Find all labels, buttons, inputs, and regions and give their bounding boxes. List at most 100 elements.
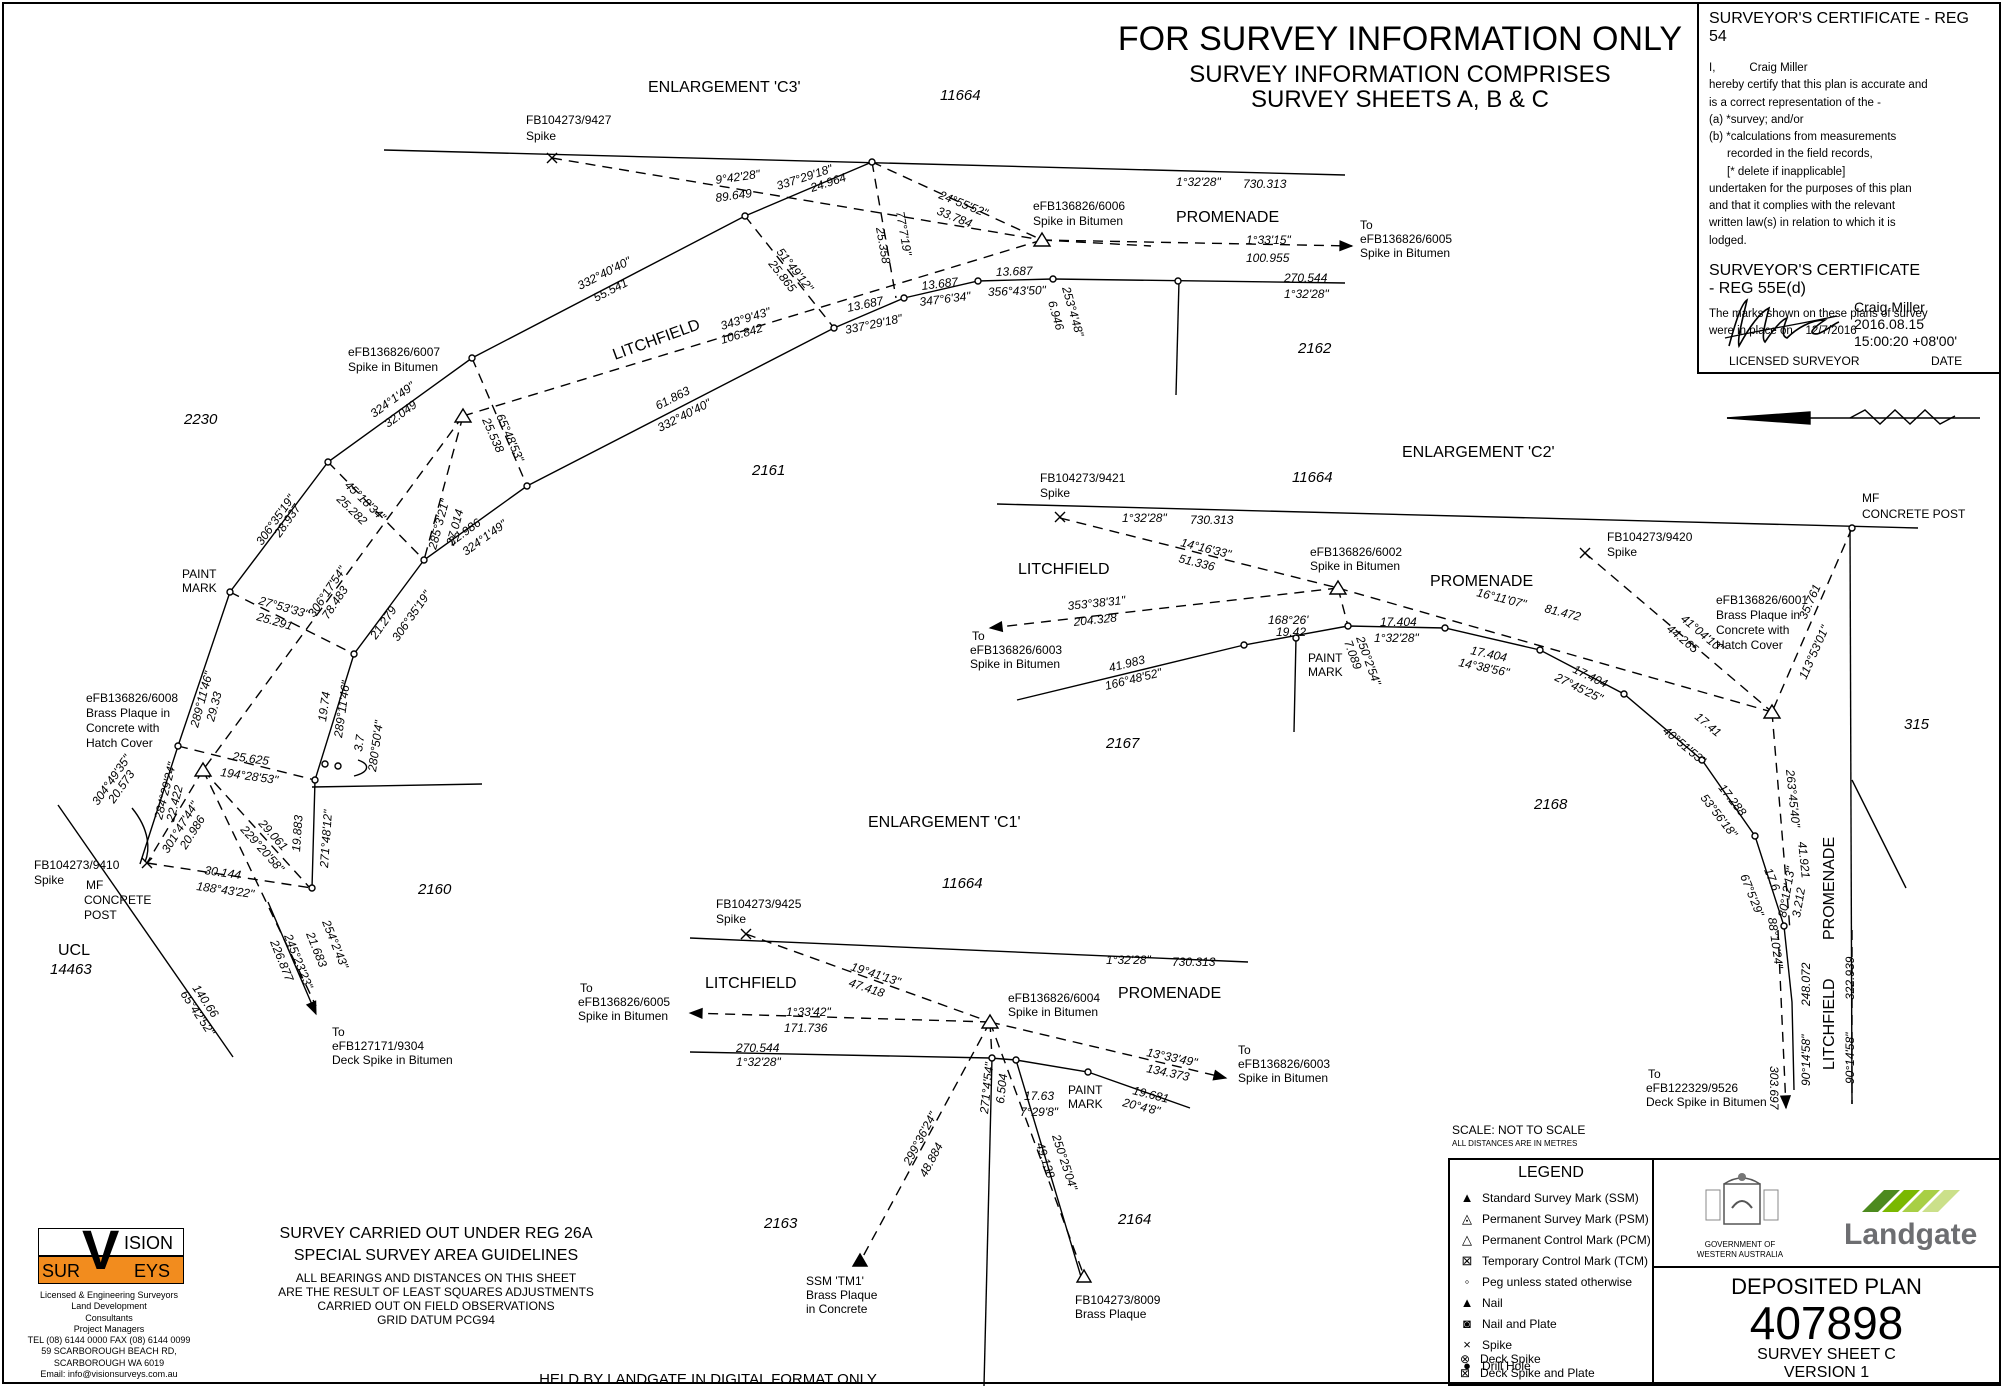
cert-date-label: DATE bbox=[1931, 354, 1963, 368]
logo-eys: EYS bbox=[134, 1261, 171, 1281]
dim-distance: 730.313 bbox=[1172, 955, 1216, 969]
dim-distance: 30.144 bbox=[204, 863, 243, 882]
legend-item: ◦ Peg unless stated otherwise bbox=[1458, 1274, 1632, 1289]
pcm-triangle-icon bbox=[1032, 231, 1052, 247]
peg-icon bbox=[1848, 524, 1856, 532]
mark-label: eFB136826/6005 bbox=[1360, 232, 1452, 246]
pcm-triangle-icon bbox=[453, 407, 473, 423]
mark-label: Spike bbox=[1607, 545, 1637, 559]
mark-label: eFB136826/6002 bbox=[1310, 545, 1402, 559]
north-arrow-head bbox=[1726, 411, 1811, 425]
legend-item: ⊠Temporary Control Mark (TCM) bbox=[1458, 1253, 1648, 1269]
logo-sur: SUR bbox=[42, 1261, 81, 1281]
dim-distance: 322.939 bbox=[1843, 956, 1857, 1000]
mark-label: Spike bbox=[526, 129, 556, 143]
peg-icon: ◦ bbox=[1464, 1274, 1470, 1289]
dim-bearing: 271°48'12" bbox=[317, 809, 335, 870]
ssm-icon: ▲ bbox=[1460, 1190, 1474, 1205]
dim-distance: 41.921 bbox=[1795, 841, 1813, 879]
mark-label: To bbox=[1360, 218, 1373, 232]
mark-label: eFB127171/9304 bbox=[332, 1039, 424, 1053]
c1-lot-line-1 bbox=[983, 1057, 993, 1387]
dim-distance: 17.41 bbox=[1692, 710, 1724, 740]
lot-number: 2160 bbox=[417, 881, 452, 898]
dim-distance: 3.7 bbox=[351, 733, 367, 753]
c3-leader-304 bbox=[131, 807, 149, 863]
peg-icon bbox=[830, 324, 838, 332]
pcm-triangle-icon bbox=[980, 1013, 1000, 1029]
mark-label: eFB136826/6006 bbox=[1033, 199, 1125, 213]
c2-right-diag bbox=[1851, 779, 1907, 889]
nail-plate-icon: ◙ bbox=[1463, 1316, 1471, 1331]
dim-bearing: 289°11'46" bbox=[331, 679, 353, 739]
mark-label: POST bbox=[84, 908, 117, 922]
enlargement-c3-title: ENLARGEMENT 'C3' bbox=[648, 79, 801, 96]
wa-crest-icon bbox=[1705, 1173, 1779, 1225]
north-arrow-zigzag bbox=[1849, 409, 1956, 425]
mark-label: Spike bbox=[34, 873, 64, 887]
peg-icon bbox=[1049, 275, 1057, 283]
cert-i-line: I,Craig Miller bbox=[1709, 60, 1989, 77]
deposited-number: 407898 bbox=[1749, 1297, 1904, 1349]
nail-icon: ▲ bbox=[1460, 1295, 1474, 1310]
c3-east-stub bbox=[311, 783, 483, 788]
dim-bearing: 1°32'28" bbox=[1106, 953, 1151, 967]
road-name-promenade: PROMENADE bbox=[1176, 209, 1279, 226]
dim-bearing: 188°43'22" bbox=[196, 879, 256, 901]
spike-mark-icon bbox=[1579, 547, 1591, 559]
mark-label: Deck Spike in Bitumen bbox=[1646, 1095, 1767, 1109]
c2-road-top bbox=[996, 503, 1919, 529]
peg-icon bbox=[523, 482, 531, 490]
mark-label: Concrete with bbox=[86, 721, 159, 735]
deposited-title: DEPOSITED PLAN bbox=[1731, 1274, 1922, 1299]
peg-icon bbox=[1780, 922, 1788, 930]
dim-bearing: 337°29'18" bbox=[844, 311, 904, 337]
peg-icon bbox=[1012, 1056, 1020, 1064]
dim-bearing: 40°51'53" bbox=[1660, 724, 1709, 768]
adjust-note-1: ALL BEARINGS AND DISTANCES ON THIS SHEET bbox=[296, 1271, 577, 1285]
peg-icon bbox=[311, 776, 319, 784]
mark-label: Spike in Bitumen bbox=[1310, 559, 1400, 573]
peg-icon bbox=[420, 556, 428, 564]
sig-name: Craig Miller bbox=[1854, 299, 1925, 315]
c2-dash-4 bbox=[1584, 552, 1773, 713]
psm-icon: ◬ bbox=[1462, 1211, 1472, 1226]
c1-road-top bbox=[689, 937, 1249, 963]
c3-dash-4 bbox=[744, 215, 835, 329]
road-name-promenade: PROMENADE bbox=[1118, 985, 1221, 1002]
enlargement-c1-title: ENLARGEMENT 'C1' bbox=[868, 814, 1021, 831]
cert-marks-2a: were in place on bbox=[1709, 325, 1793, 337]
cert-line-6: undertaken for the purposes of this plan bbox=[1709, 182, 1912, 195]
mark-label: To bbox=[1238, 1043, 1251, 1057]
surveyor-signature bbox=[1724, 298, 1840, 349]
c3-dash-1 bbox=[551, 157, 1043, 241]
dim-bearing: 347°6'34" bbox=[919, 289, 972, 309]
mark-label: Deck Spike in Bitumen bbox=[332, 1053, 453, 1067]
mark-label: FB104273/9420 bbox=[1607, 530, 1693, 544]
held-note: HELD BY LANDGATE IN DIGITAL FORMAT ONLY bbox=[539, 1371, 877, 1388]
peg-icon bbox=[988, 1054, 996, 1062]
dim-distance: 17.63 bbox=[1024, 1089, 1054, 1103]
peg-icon bbox=[1084, 1068, 1092, 1076]
peg-icon bbox=[174, 742, 182, 750]
c3-dash-10 bbox=[327, 461, 425, 561]
road-name-promenade: PROMENADE bbox=[1430, 573, 1533, 590]
vision-f2: Land Development bbox=[71, 1301, 147, 1312]
spike-icon: × bbox=[1463, 1337, 1471, 1352]
dim-bearing: 1°32'28" bbox=[1122, 511, 1167, 525]
govt-line2: WESTERN AUSTRALIA bbox=[1696, 1250, 1784, 1259]
cert-title-2: SURVEYOR'S CERTIFICATE- REG 55E(d) bbox=[1709, 262, 1989, 298]
adjust-note-2: ARE THE RESULT OF LEAST SQUARES ADJUSTME… bbox=[278, 1285, 594, 1299]
lot-number: 2163 bbox=[763, 1215, 798, 1232]
mark-label: Concrete with bbox=[1716, 623, 1789, 637]
dim-bearing: 1°32'28" bbox=[1284, 287, 1329, 301]
dim-distance: 13.687 bbox=[921, 274, 960, 293]
legend-label: Spike bbox=[1482, 1337, 1513, 1352]
legend-label: Nail and Plate bbox=[1482, 1316, 1557, 1331]
spike-mark-icon bbox=[1054, 511, 1066, 523]
header-title: FOR SURVEY INFORMATION ONLY bbox=[1117, 20, 1683, 58]
mark-label: Brass Plaque bbox=[1075, 1307, 1147, 1321]
legend-label: Peg unless stated otherwise bbox=[1482, 1274, 1633, 1289]
dim-bearing: 113°53'01" bbox=[1796, 623, 1832, 682]
mark-label: MARK bbox=[1308, 665, 1343, 679]
